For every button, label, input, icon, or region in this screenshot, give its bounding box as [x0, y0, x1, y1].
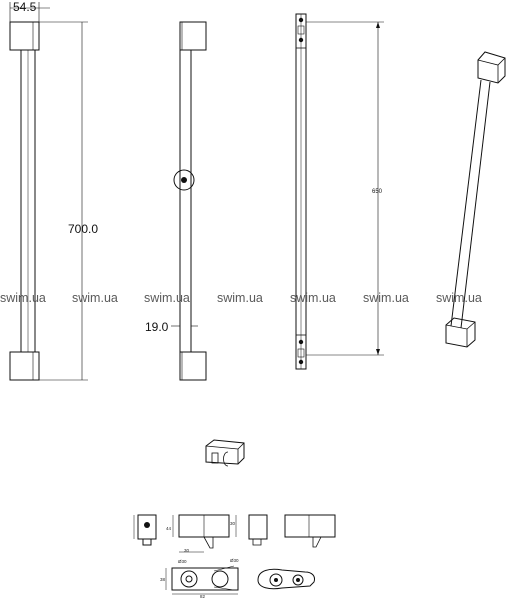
rail-length-label: 650	[372, 189, 383, 195]
holder-height-label: 44	[166, 526, 172, 531]
detail-row-bottom: 38 Ø30 Ø30 82	[160, 558, 315, 599]
holder-side-right	[284, 514, 336, 538]
watermark-4: swim.ua	[217, 291, 263, 305]
watermark-7: swim.ua	[436, 291, 482, 305]
width-dimension-label: 54.5	[13, 0, 37, 14]
detail-row-top: 44 30 30	[133, 514, 336, 553]
height-dimension-label: 700.0	[68, 222, 98, 236]
holder-width-bottom-label: 30	[184, 548, 190, 553]
holder-length-label: 82	[200, 594, 206, 599]
slider-knob	[173, 169, 195, 191]
iso-bottom-bracket	[445, 317, 476, 348]
iso-bar-right	[460, 81, 491, 329]
holder-perspective	[205, 439, 245, 467]
holder-depth-label: 38	[160, 577, 166, 582]
holder-ring	[257, 568, 315, 590]
slider-top-bracket	[179, 21, 207, 51]
slider-bottom-bracket	[179, 351, 207, 381]
holder-body	[205, 439, 245, 465]
diameter-left-label: Ø30	[178, 559, 187, 564]
watermark-row: swim.ua swim.ua swim.ua swim.ua swim.ua …	[0, 291, 482, 305]
holder-top-view	[171, 567, 239, 591]
rail-top-fixing	[295, 13, 307, 49]
watermark-1: swim.ua	[0, 291, 46, 305]
iso-bar-left	[450, 79, 482, 327]
watermark-6: swim.ua	[363, 291, 409, 305]
watermark-5: swim.ua	[290, 291, 336, 305]
isometric-view	[445, 51, 506, 348]
front-view: 54.5 700.0	[9, 0, 98, 381]
diameter-right-label: Ø30	[230, 558, 239, 563]
slider-view: 19.0	[145, 21, 207, 381]
rail-view: 650	[295, 13, 384, 370]
holder-width-top-label: 30	[230, 521, 236, 526]
offset-dimension-label: 19.0	[145, 320, 169, 334]
watermark-3: swim.ua	[144, 291, 190, 305]
iso-top-bracket	[477, 51, 506, 84]
rail-bottom-fixing	[295, 334, 307, 370]
front-bottom-bracket	[9, 351, 40, 381]
holder-narrow	[248, 514, 268, 540]
watermark-2: swim.ua	[72, 291, 118, 305]
front-top-bracket	[9, 21, 40, 51]
